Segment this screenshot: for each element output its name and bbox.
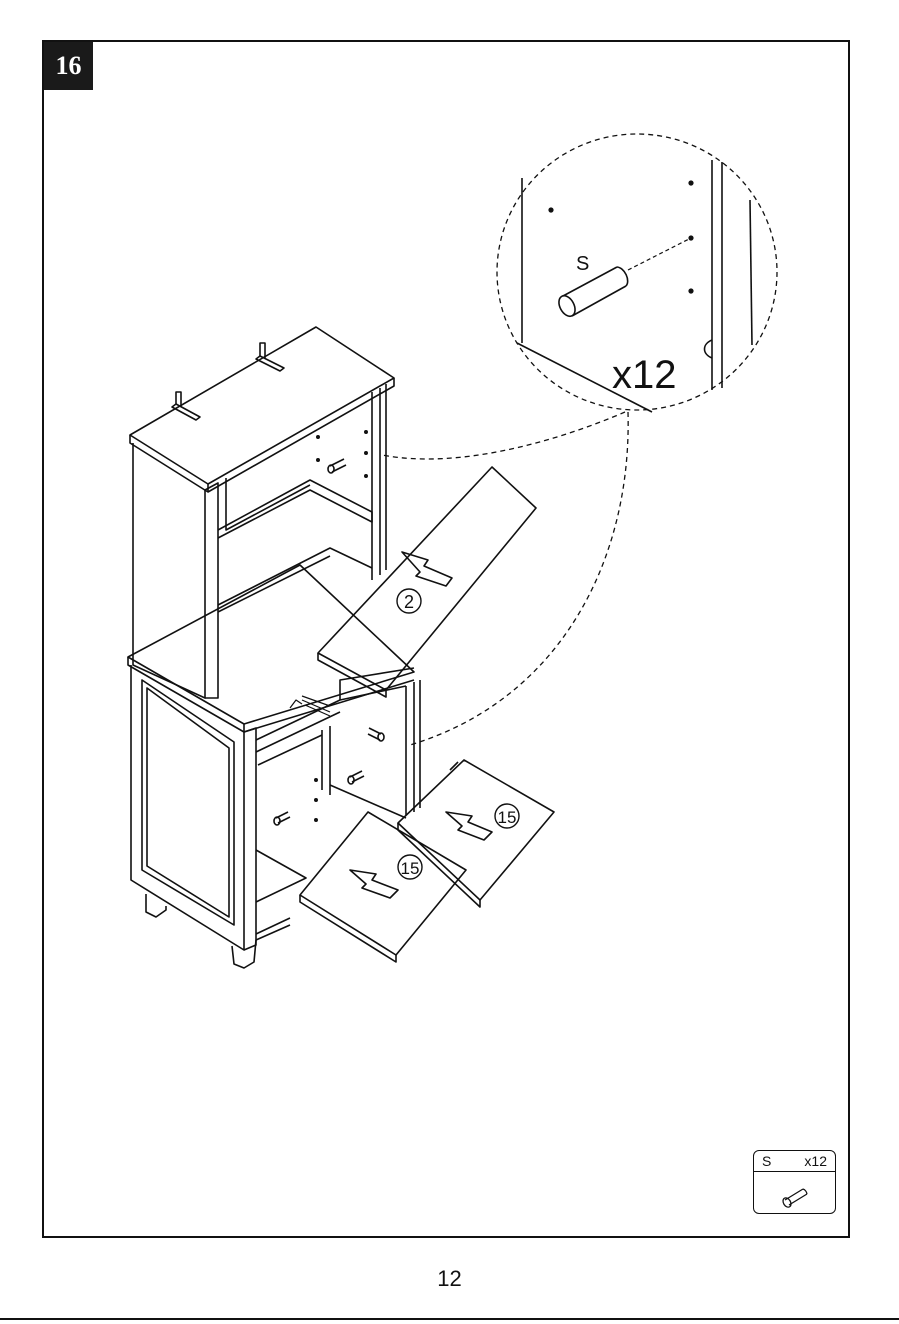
- page-number: 12: [0, 1266, 899, 1292]
- shelf-panel-15-rear: [398, 760, 554, 907]
- detail-part-letter: S: [576, 253, 589, 275]
- lower-cabinet: [128, 565, 420, 968]
- shelf-panel-15-front: [300, 812, 466, 962]
- detail-quantity: x12: [612, 353, 677, 397]
- part-15-front-label: 15: [401, 859, 420, 878]
- footer-rule: [0, 1318, 899, 1320]
- detail-magnifier: [382, 134, 777, 745]
- hardware-quantity: x12: [804, 1153, 827, 1169]
- dowel-icon: [556, 267, 628, 319]
- upper-hutch: [130, 327, 394, 698]
- part-2-label: 2: [404, 592, 414, 612]
- hardware-summary-box: S x12: [753, 1150, 836, 1214]
- hardware-summary-header: S x12: [754, 1151, 835, 1172]
- hardware-part-letter: S: [762, 1153, 771, 1169]
- dowel-icon: [754, 1172, 834, 1212]
- part-15-rear-label: 15: [498, 808, 517, 827]
